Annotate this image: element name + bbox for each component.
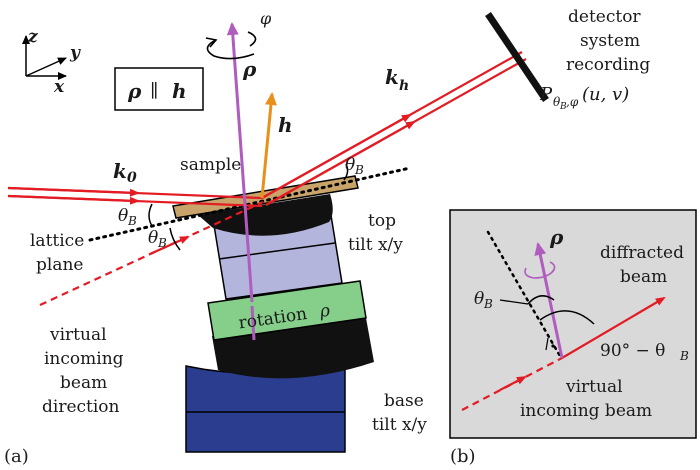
top-tilt-cap: [198, 194, 333, 236]
inset-virtual-label: virtual incoming beam: [520, 377, 652, 421]
theta-arc-lower: [169, 227, 181, 251]
svg-text:,φ: ,φ: [566, 95, 579, 109]
svg-text:θ: θ: [474, 289, 484, 309]
theta-label-left: θ B: [118, 206, 137, 228]
svg-text:B: B: [127, 214, 137, 228]
svg-text:θ: θ: [118, 206, 128, 226]
svg-text:beam: beam: [60, 373, 107, 393]
virtual-incoming-beam: [39, 201, 264, 306]
svg-text:lattice: lattice: [30, 231, 84, 251]
inset-diffracted-label: diffracted beam: [600, 243, 684, 287]
axis-z-label: z: [27, 27, 38, 47]
svg-text:θ: θ: [148, 228, 158, 248]
relation-rho: ρ: [127, 79, 142, 103]
svg-text:plane: plane: [36, 255, 83, 275]
k0-label: k 0: [113, 159, 137, 186]
svg-text:k: k: [113, 159, 127, 183]
svg-text:beam: beam: [620, 267, 667, 287]
rho-label: ρ: [242, 57, 257, 81]
svg-text:0: 0: [127, 170, 137, 186]
theta-label-right: θ B: [345, 155, 364, 177]
rotation-stage: [207, 280, 367, 341]
kh-label: k h: [385, 65, 409, 94]
svg-text:incoming beam: incoming beam: [520, 401, 652, 421]
svg-text:virtual: virtual: [49, 325, 107, 345]
relation-parallel: ∥: [150, 81, 158, 102]
svg-text:(u, v): (u, v): [582, 84, 629, 105]
svg-text:recording: recording: [566, 55, 650, 75]
panel-a-label: (a): [4, 446, 29, 467]
svg-text:base: base: [384, 391, 424, 411]
top-tilt-label: top tilt x/y: [348, 211, 403, 255]
relation-h: h: [172, 79, 187, 103]
svg-text:90° − θ: 90° − θ: [600, 341, 665, 361]
base-tilt-label: base tilt x/y: [372, 391, 427, 435]
svg-text:B: B: [679, 349, 689, 363]
axis-y-label: y: [69, 43, 81, 63]
svg-text:θ: θ: [553, 95, 561, 109]
theta-arc-left: [148, 203, 153, 227]
rotation-axis-rho: [205, 22, 257, 341]
panel-b-label: (b): [450, 446, 476, 467]
incoming-beam-k0: [7, 186, 263, 208]
svg-text:B: B: [483, 297, 493, 311]
svg-text:top: top: [368, 211, 396, 231]
inset-angle-label: 90° − θ B: [600, 341, 689, 363]
svg-text:ρ: ρ: [318, 301, 332, 322]
coordinate-axes: z y x: [22, 27, 81, 97]
svg-text:incoming: incoming: [44, 349, 124, 369]
svg-text:detector: detector: [568, 7, 641, 27]
svg-text:virtual: virtual: [565, 377, 623, 397]
virtual-beam-label: virtual incoming beam direction: [42, 325, 124, 417]
svg-text:B: B: [157, 236, 167, 250]
theta-label-lower: θ B: [148, 228, 167, 250]
svg-text:k: k: [385, 65, 399, 89]
lattice-plane-label: lattice plane: [30, 231, 84, 275]
svg-text:direction: direction: [42, 397, 120, 417]
svg-text:tilt x/y: tilt x/y: [372, 415, 427, 435]
inset-panel: [449, 209, 697, 439]
inset-rho-label: ρ: [549, 225, 564, 249]
axis-x-label: x: [53, 77, 65, 97]
svg-text:θ: θ: [345, 155, 355, 175]
svg-text:h: h: [399, 78, 409, 94]
detector-label: detector system recording P θ B ,φ (u, v…: [539, 7, 650, 112]
h-vector: [260, 92, 277, 199]
theta-arc-right: [343, 163, 349, 181]
svg-text:B: B: [354, 163, 364, 177]
relation-box: ρ ∥ h: [114, 67, 204, 111]
inset-theta-label: θ B: [474, 289, 493, 311]
lattice-plane-line: [88, 166, 412, 242]
h-label: h: [278, 113, 293, 137]
phi-label: φ: [260, 9, 272, 28]
detector-plate: [485, 12, 549, 102]
svg-text:B: B: [559, 102, 567, 112]
svg-text:tilt x/y: tilt x/y: [348, 235, 403, 255]
svg-text:diffracted: diffracted: [600, 243, 684, 263]
sample-label: sample: [180, 155, 241, 175]
svg-text:P: P: [539, 84, 553, 105]
svg-text:system: system: [580, 31, 640, 51]
diffracted-beam-kh: [261, 51, 527, 206]
